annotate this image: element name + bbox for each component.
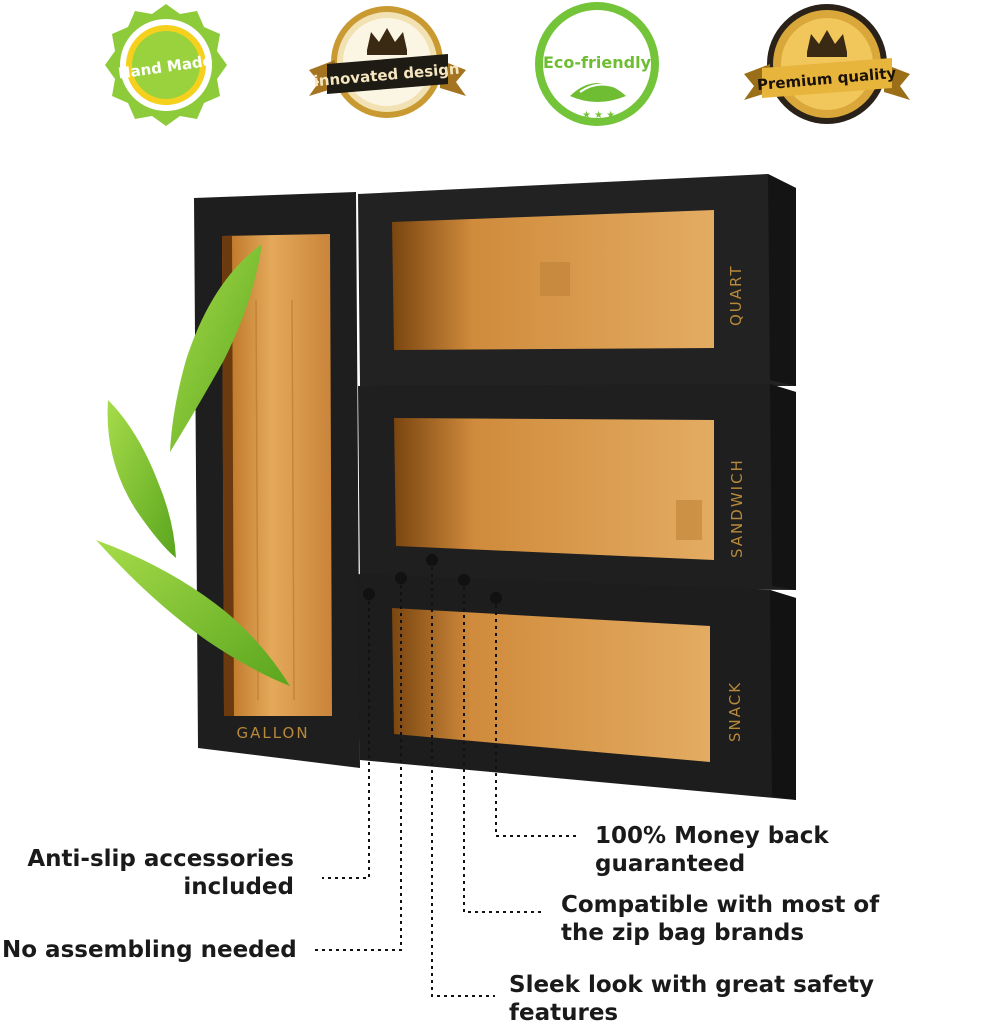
callout-text: Sleek look with great safety bbox=[509, 972, 874, 998]
crown-ribbon-icon: innovated design bbox=[309, 6, 466, 118]
callout-text: features bbox=[509, 1000, 619, 1026]
leaf-icon bbox=[170, 244, 262, 452]
callout-text: No assembling needed bbox=[2, 937, 297, 963]
premium-quality-badge: Premium quality bbox=[742, 0, 912, 132]
eco-friendly-badge: ★ ★ ★ Eco-friendly bbox=[530, 0, 665, 132]
callout-text: included bbox=[183, 874, 294, 900]
quart-box: QUART bbox=[358, 174, 796, 386]
sandwich-label: SANDWICH bbox=[728, 458, 746, 558]
hand-made-badge: Hand Made bbox=[96, 0, 236, 130]
callout-text: the zip bag brands bbox=[561, 920, 805, 946]
callout-text: 100% Money back guaranteed bbox=[595, 823, 829, 877]
money-back-callout: 100% Money back guaranteed bbox=[595, 822, 986, 878]
leaf-seal-icon: ★ ★ ★ Eco-friendly bbox=[535, 2, 659, 126]
callout-text: Anti-slip accessories bbox=[27, 846, 294, 872]
innovated-design-badge: innovated design bbox=[305, 0, 470, 130]
star-icon: ★ ★ ★ bbox=[582, 110, 615, 121]
sleek-callout: Sleek look with great safety features bbox=[509, 971, 874, 1027]
callout-text: Compatible with most of bbox=[561, 892, 880, 918]
leaf-icon bbox=[107, 400, 176, 558]
quart-label: QUART bbox=[727, 264, 745, 326]
compatible-callout: Compatible with most of the zip bag bran… bbox=[561, 891, 879, 947]
hand-made-seal-icon: Hand Made bbox=[105, 4, 227, 126]
leaf-icon bbox=[96, 540, 290, 686]
no-assembly-callout: No assembling needed bbox=[2, 936, 297, 964]
bamboo-leaves bbox=[96, 244, 290, 686]
sandwich-box: SANDWICH bbox=[358, 384, 796, 590]
gallon-box: GALLON bbox=[194, 192, 360, 768]
leader-lines bbox=[312, 560, 580, 997]
badge-label: Eco-friendly bbox=[543, 53, 652, 72]
anti-slip-callout: Anti-slip accessories included bbox=[20, 845, 294, 901]
crown-gold-seal-icon: Premium quality bbox=[744, 4, 910, 124]
snack-label: SNACK bbox=[726, 681, 744, 742]
gallon-label: GALLON bbox=[236, 724, 309, 742]
snack-box: SNACK bbox=[356, 574, 796, 800]
